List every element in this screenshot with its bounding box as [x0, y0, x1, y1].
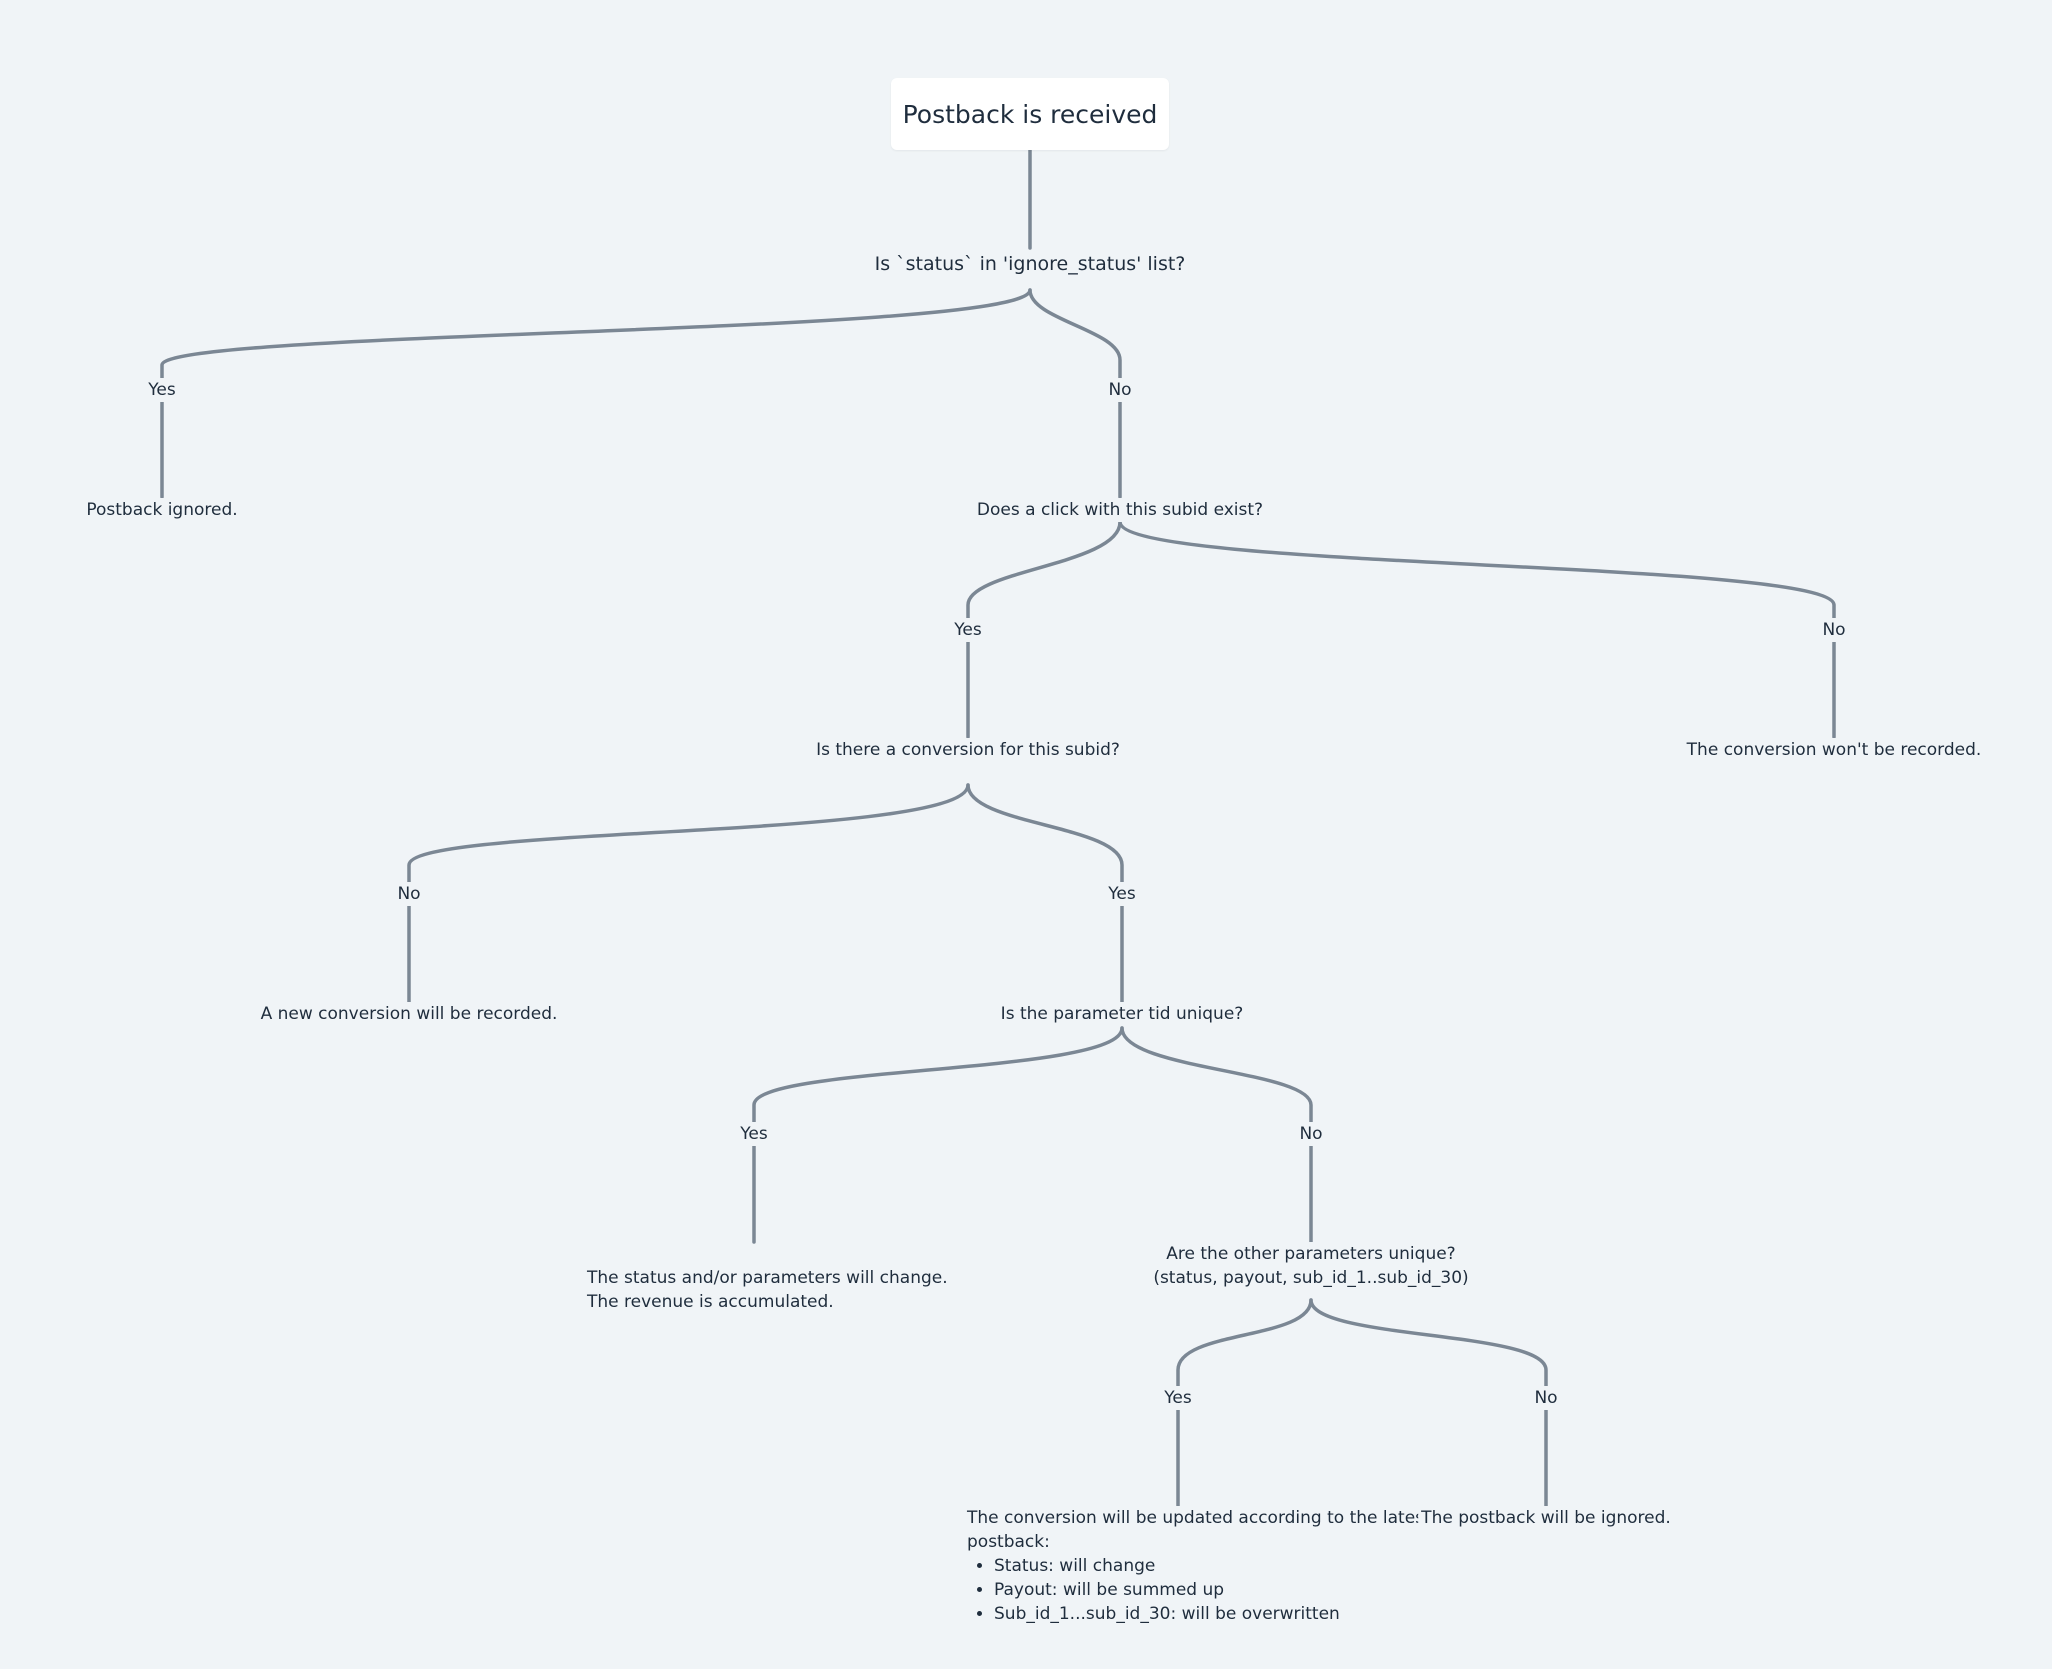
outcome-updated-line2: postback: — [967, 1532, 1050, 1552]
list-item: Payout: will be summed up — [994, 1578, 1431, 1602]
branch-label-no: No — [394, 882, 424, 906]
outcome-new-conversion: A new conversion will be recorded. — [257, 1002, 561, 1026]
outcome-status-change-line2: The revenue is accumulated. — [587, 1292, 834, 1312]
connector-q4-no — [1120, 1026, 1313, 1128]
branch-label-yes: Yes — [1161, 1386, 1195, 1410]
question-ignore-status: Is `status` in 'ignore_status' list? — [871, 252, 1189, 276]
list-item: Status: will change — [994, 1554, 1431, 1578]
connector-q1-yes — [160, 288, 1032, 384]
connector-q3-no — [407, 783, 970, 888]
outcome-conversion-not-recorded: The conversion won't be recorded. — [1683, 738, 1985, 762]
branch-label-yes: Yes — [951, 618, 985, 642]
branch-label-yes: Yes — [1105, 882, 1139, 906]
branch-label-yes: Yes — [145, 378, 179, 402]
connector-q2-yes — [966, 520, 1122, 624]
connector-q3-yes — [966, 783, 1124, 888]
question-other-params-line2: (status, payout, sub_id_1..sub_id_30) — [1153, 1268, 1469, 1288]
connector-q1-no — [1028, 288, 1122, 384]
branch-label-yes: Yes — [737, 1122, 771, 1146]
connector-q5-no — [1309, 1298, 1548, 1392]
question-click-exists: Does a click with this subid exist? — [973, 498, 1267, 522]
branch-label-no: No — [1819, 618, 1849, 642]
outcome-status-change-line1: The status and/or parameters will change… — [587, 1268, 948, 1288]
outcome-postback-ignored: Postback ignored. — [83, 498, 241, 522]
question-other-params-unique: Are the other parameters unique? (status… — [1150, 1242, 1472, 1290]
outcome-updated-list: Status: will change Payout: will be summ… — [967, 1554, 1431, 1626]
question-other-params-line1: Are the other parameters unique? — [1166, 1244, 1456, 1264]
connector-q4-yes — [752, 1026, 1124, 1128]
outcome-conversion-updated: The conversion will be updated according… — [964, 1506, 1434, 1626]
branch-label-no: No — [1531, 1386, 1561, 1410]
outcome-updated-line1: The conversion will be updated according… — [967, 1508, 1431, 1528]
list-item: Sub_id_1...sub_id_30: will be overwritte… — [994, 1602, 1431, 1626]
connector-q5-yes — [1176, 1298, 1313, 1392]
connector-q2-no — [1118, 520, 1836, 624]
root-node-postback-received: Postback is received — [891, 78, 1169, 150]
outcome-postback-will-be-ignored: The postback will be ignored. — [1418, 1506, 1674, 1530]
outcome-status-change: The status and/or parameters will change… — [584, 1266, 951, 1314]
question-conversion-exists: Is there a conversion for this subid? — [813, 738, 1123, 762]
question-tid-unique: Is the parameter tid unique? — [997, 1002, 1247, 1026]
branch-label-no: No — [1105, 378, 1135, 402]
branch-label-no: No — [1296, 1122, 1326, 1146]
